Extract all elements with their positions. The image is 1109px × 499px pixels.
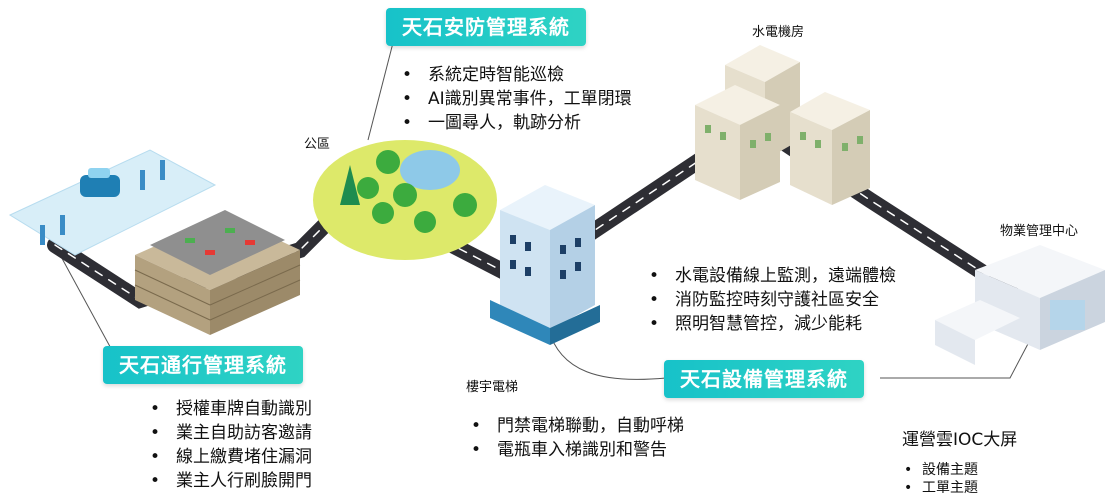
elevator-list: 門禁電梯聯動，自動呼梯 電瓶車入梯識別和警告 <box>467 414 684 462</box>
list-item: 消防監控時刻守護社區安全 <box>645 288 896 312</box>
equipment-system-title: 天石設備管理系統 <box>664 360 864 398</box>
list-item: 電瓶車入梯識別和警告 <box>467 438 684 462</box>
list-item: 水電設備線上監測，遠端體檢 <box>645 264 896 288</box>
utility-buildings-icon <box>695 45 870 205</box>
list-item: 工單主題 <box>900 479 978 497</box>
parking-garage-icon <box>134 210 301 335</box>
elevator-building-icon <box>490 185 600 345</box>
list-item: 門禁電梯聯動，自動呼梯 <box>467 414 684 438</box>
connector-access <box>51 239 121 366</box>
access-system-list: 授權車牌自動識別 業主自助訪客邀請 線上繳費堵住漏洞 業主人行刷臉開門 <box>146 397 312 493</box>
management-center-icon <box>935 245 1105 365</box>
access-system-title: 天石通行管理系統 <box>103 346 303 384</box>
equipment-system-list: 水電設備線上監測，遠端體檢 消防監控時刻守護社區安全 照明智慧管控，減少能耗 <box>645 264 896 336</box>
list-item: 業主自助訪客邀請 <box>146 421 312 445</box>
park-icon <box>313 140 497 260</box>
list-item: 一圖尋人，軌跡分析 <box>398 111 632 135</box>
ioc-list: 設備主題 工單主題 <box>900 461 978 497</box>
list-item: 授權車牌自動識別 <box>146 397 312 421</box>
list-item: 系統定時智能巡檢 <box>398 63 632 87</box>
security-system-list: 系統定時智能巡檢 AI識別異常事件，工單閉環 一圖尋人，軌跡分析 <box>398 63 632 135</box>
ioc-title: 運營雲IOC大屏 <box>902 430 1018 450</box>
building-elevator-label: 樓宇電梯 <box>466 380 519 395</box>
park-label: 公區 <box>304 137 331 152</box>
connector-security <box>367 34 396 141</box>
list-item: 業主人行刷臉開門 <box>146 469 312 493</box>
entrance-gate-icon <box>8 149 217 256</box>
list-item: 照明智慧管控，減少能耗 <box>645 312 896 336</box>
utility-room-label: 水電機房 <box>752 25 805 40</box>
list-item: AI識別異常事件，工單閉環 <box>398 87 632 111</box>
mgmt-center-label: 物業管理中心 <box>1000 224 1079 239</box>
list-item: 線上繳費堵住漏洞 <box>146 445 312 469</box>
connector-ioc <box>880 339 1031 379</box>
security-system-title: 天石安防管理系統 <box>386 8 586 46</box>
list-item: 設備主題 <box>900 461 978 479</box>
